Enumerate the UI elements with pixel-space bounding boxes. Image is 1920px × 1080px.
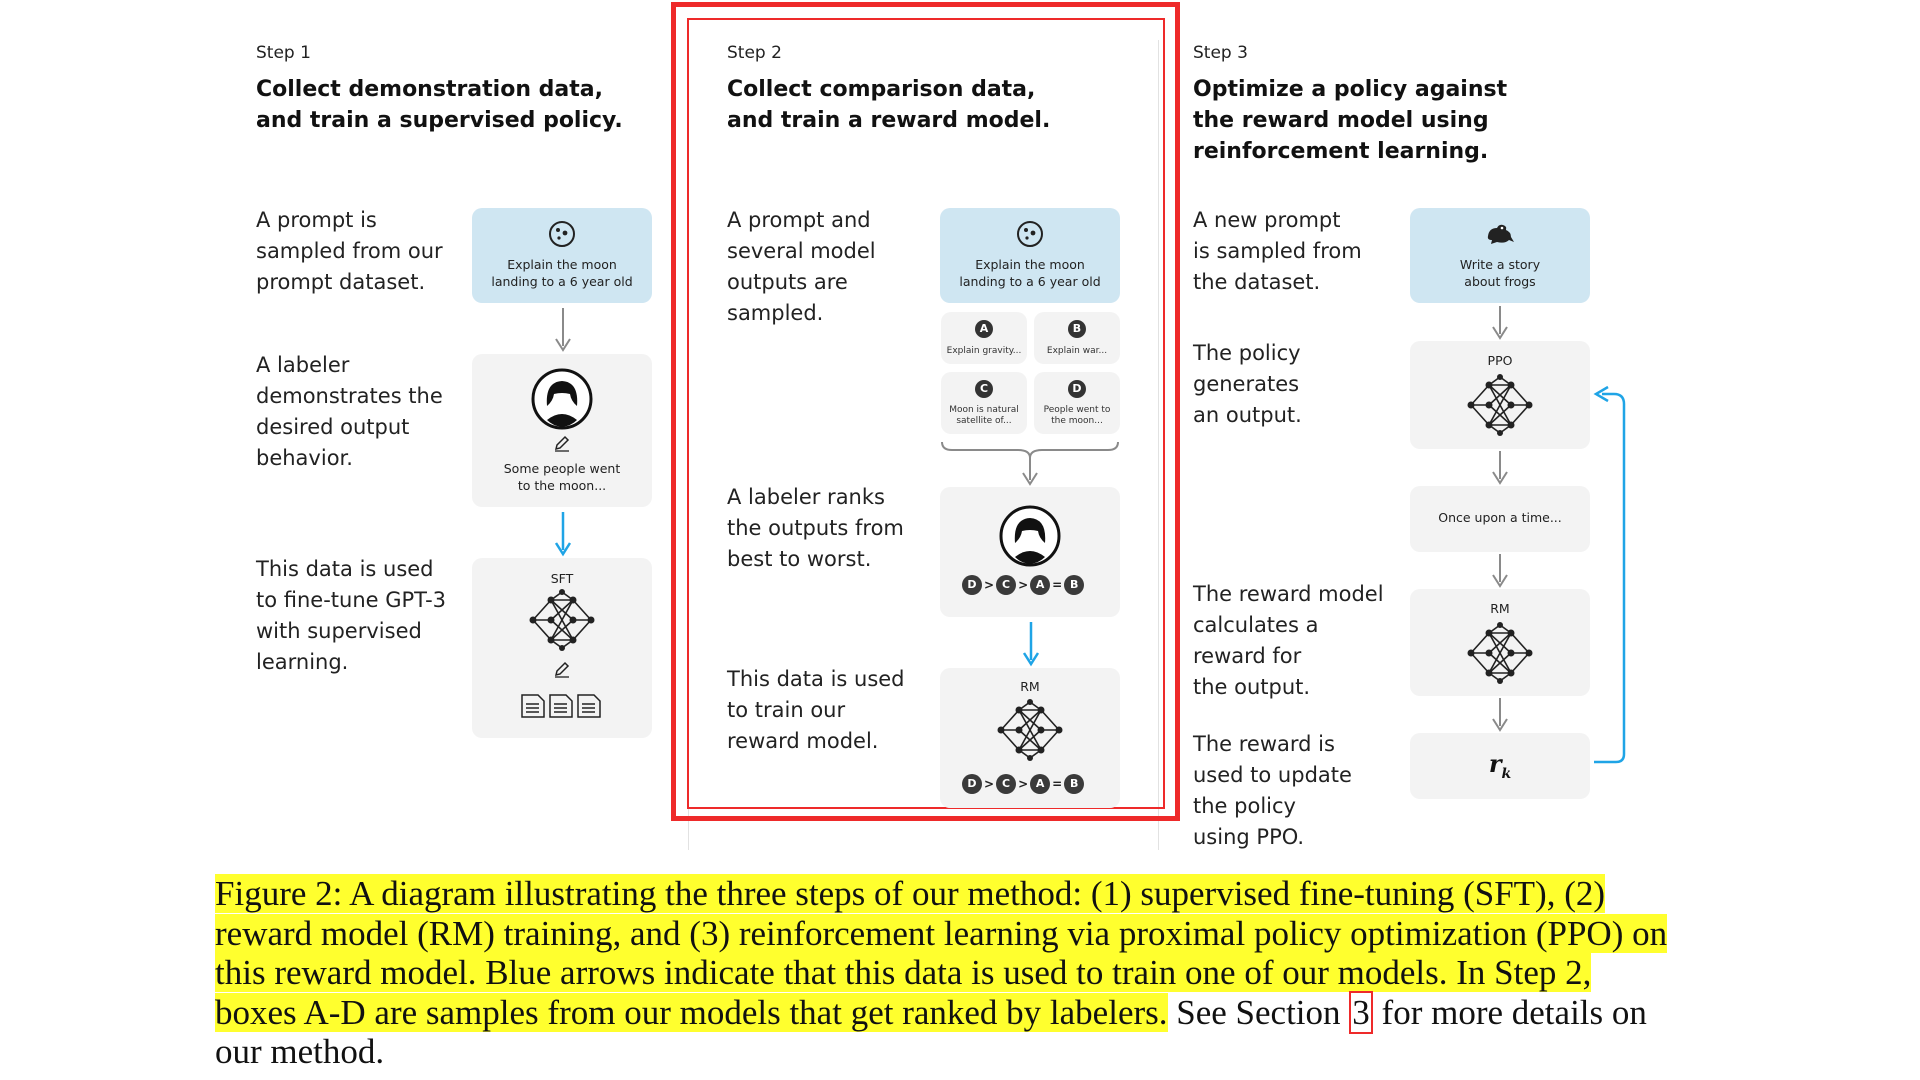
- rm-model-label: RM: [1020, 679, 1040, 694]
- step3-output-card: Once upon a time...: [1410, 486, 1590, 552]
- step2-ranking-card: D > C > A = B: [940, 487, 1120, 617]
- output-text-c: Moon is natural satellite of...: [949, 405, 1019, 426]
- flow-arrow: [1492, 306, 1508, 340]
- flow-arrow: [1492, 451, 1508, 485]
- step1-sft-card: SFT: [472, 558, 652, 738]
- rm-model-label: RM: [1490, 601, 1510, 616]
- step2-prompt-card: Explain the moon landing to a 6 year old: [940, 208, 1120, 303]
- rank-item: D: [962, 774, 982, 794]
- step1-desc-labeler: A labeler demonstrates the desired outpu…: [256, 353, 443, 470]
- output-badge-d: D: [1068, 380, 1086, 398]
- bracket-arrow: [941, 441, 1119, 486]
- step3-ppo-card: PPO: [1410, 341, 1590, 449]
- step3-desc-policy: The policy generates an output.: [1193, 341, 1302, 427]
- rank-operator: >: [1018, 578, 1029, 592]
- rank-item: C: [996, 575, 1017, 595]
- step3-title: Optimize a policy against the reward mod…: [1193, 77, 1508, 164]
- step1-demo-text: Some people went to the moon...: [503, 461, 621, 493]
- step3-reward-card: rk: [1410, 733, 1590, 799]
- step2-highlight-frame-outer: [671, 2, 1180, 821]
- flow-arrow: [1492, 554, 1508, 588]
- column-divider: [1158, 40, 1159, 850]
- flow-arrow: [555, 308, 571, 352]
- step3-prompt-text: Write a story about frogs: [1459, 257, 1541, 289]
- step3-rm-card: RM: [1410, 589, 1590, 696]
- step2-prompt-text: Explain the moon landing to a 6 year old: [959, 257, 1101, 289]
- step1-desc-prompt: A prompt is sampled from our prompt data…: [256, 208, 443, 294]
- rank-item: A: [1030, 774, 1051, 794]
- step1-label: Step 1: [256, 43, 311, 63]
- step3-desc-reward-model: The reward model calculates a reward for…: [1193, 582, 1384, 699]
- rank-item: A: [1030, 575, 1051, 595]
- labeler-avatar-icon: [531, 368, 593, 430]
- ranking-sequence: D > C > A = B: [962, 575, 1085, 595]
- step3-desc-update: The reward is used to update the policy …: [1193, 732, 1352, 849]
- step2-title: Collect comparison data, and train a rew…: [727, 77, 1051, 133]
- output-text-a: Explain gravity...: [946, 346, 1022, 356]
- rank-item: B: [1064, 774, 1085, 794]
- rank-item: C: [996, 774, 1017, 794]
- section-reference-link[interactable]: 3: [1349, 990, 1373, 1034]
- rank-operator: >: [984, 578, 995, 592]
- caption-text-end: for more details on our method.: [215, 992, 1647, 1072]
- output-card-a: A Explain gravity...: [941, 312, 1027, 364]
- neural-network-icon: [1467, 622, 1533, 684]
- step3-prompt-card: Write a story about frogs: [1410, 208, 1590, 303]
- pencil-icon: [554, 661, 570, 678]
- rank-item: B: [1064, 575, 1085, 595]
- step2-desc-ranks: A labeler ranks the outputs from best to…: [727, 485, 904, 571]
- neural-network-icon: [529, 589, 595, 651]
- pencil-icon: [554, 435, 570, 452]
- caption-text: See Section: [1167, 992, 1350, 1032]
- step2-desc-sampled: A prompt and several model outputs are s…: [727, 208, 876, 325]
- labeler-avatar-icon: [999, 505, 1061, 567]
- documents-icon: [521, 694, 601, 718]
- output-card-b: B Explain war...: [1034, 312, 1120, 364]
- output-badge-b: B: [1068, 320, 1086, 338]
- reward-r: r: [1488, 749, 1502, 778]
- ranking-sequence: D > C > A = B: [962, 774, 1085, 794]
- rank-operator: >: [1018, 777, 1029, 791]
- rank-operator: >: [984, 777, 995, 791]
- frog-icon: [1487, 224, 1514, 244]
- step2-rm-card: RM D > C > A = B: [940, 668, 1120, 808]
- step2-label: Step 2: [727, 43, 782, 63]
- output-card-c: C Moon is natural satellite of...: [941, 372, 1027, 434]
- step1-title: Collect demonstration data, and train a …: [256, 77, 623, 133]
- step1-prompt-text: Explain the moon landing to a 6 year old: [491, 257, 633, 289]
- step1-demo-card: Some people went to the moon...: [472, 354, 652, 507]
- caption-highlighted-text: Figure 2: A diagram illustrating the thr…: [215, 874, 1668, 1032]
- rank-operator: =: [1052, 578, 1063, 592]
- step1-desc-finetune: This data is used to fine-tune GPT-3 wit…: [256, 557, 447, 674]
- reward-symbol: rk: [1410, 749, 1590, 782]
- output-badge-a: A: [975, 320, 993, 338]
- output-badge-c: C: [975, 380, 993, 398]
- step1-prompt-card: Explain the moon landing to a 6 year old: [472, 208, 652, 303]
- figure-caption: Figure 2: A diagram illustrating the thr…: [215, 874, 1675, 1072]
- step2-desc-train-rm: This data is used to train our reward mo…: [727, 667, 905, 753]
- step3-label: Step 3: [1193, 43, 1248, 63]
- update-policy-arrow: [1593, 385, 1626, 764]
- step3-output-text: Once upon a time...: [1438, 510, 1562, 525]
- output-text-d: People went to the moon...: [1043, 405, 1111, 426]
- ppo-model-label: PPO: [1487, 353, 1513, 368]
- flow-arrow: [1492, 698, 1508, 732]
- sft-model-label: SFT: [550, 571, 574, 586]
- moon-icon: [549, 221, 575, 247]
- output-card-d: D People went to the moon...: [1034, 372, 1120, 434]
- rank-item: D: [962, 575, 982, 595]
- reward-subscript: k: [1501, 765, 1512, 782]
- neural-network-icon: [1467, 374, 1533, 436]
- neural-network-icon: [997, 699, 1063, 761]
- rank-operator: =: [1052, 777, 1063, 791]
- step3-desc-prompt: A new prompt is sampled from the dataset…: [1193, 208, 1362, 294]
- training-arrow: [554, 512, 572, 557]
- output-text-b: Explain war...: [1046, 346, 1108, 356]
- training-arrow: [1022, 622, 1040, 667]
- moon-icon: [1017, 221, 1043, 247]
- step2-highlight-frame-inner: [687, 18, 1165, 809]
